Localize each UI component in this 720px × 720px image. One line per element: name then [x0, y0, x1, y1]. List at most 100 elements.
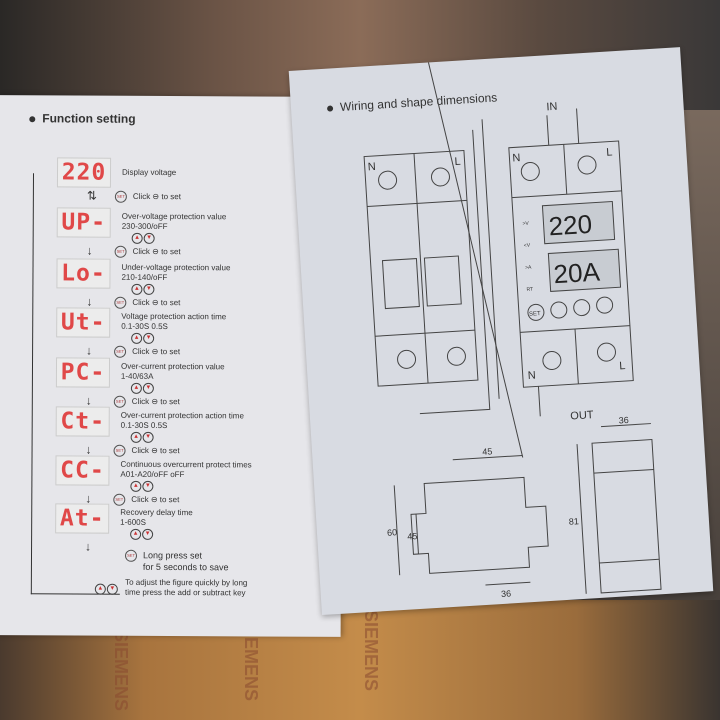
- save-note-line-2: for 5 seconds to save: [142, 561, 229, 573]
- step-desc-text: Under-voltage protection value: [121, 262, 231, 273]
- lcd-display: CC-: [55, 455, 110, 486]
- terminal-screw-icon: [446, 346, 466, 366]
- step-range: A01-A20/oFF oFF: [120, 469, 185, 480]
- dim-label: 45: [407, 531, 418, 542]
- set-button-icon: SET: [114, 296, 127, 309]
- dim-label: 45: [482, 446, 493, 457]
- voltage-display: 220: [548, 209, 593, 242]
- terminal-screw-icon: [397, 349, 417, 369]
- n-label: N: [512, 152, 521, 164]
- down-button-icon: ▼: [142, 528, 154, 540]
- click-text: Click ⊖ to set: [131, 445, 180, 456]
- arrow-down-icon: ⇅: [86, 188, 97, 203]
- n-label: N: [527, 370, 536, 382]
- right-page: Wiring and shape dimensions: [288, 47, 714, 615]
- down-button-icon: ▼: [106, 583, 118, 595]
- in-label: IN: [546, 101, 558, 114]
- step-description: Display voltage: [122, 168, 176, 178]
- indicator-label: >A: [525, 265, 532, 271]
- step-desc-text: Over-current protection action time: [120, 410, 244, 421]
- title-text: Function setting: [42, 111, 136, 126]
- set-button-icon: SET: [124, 549, 138, 562]
- arrow-down-icon: ↓: [85, 442, 92, 457]
- arrow-down-icon: ↓: [86, 343, 93, 358]
- down-button-icon: ▼: [142, 382, 154, 394]
- left-page-title: Function setting: [29, 111, 136, 126]
- set-label: SET: [529, 311, 541, 318]
- front-dimension-drawing: [393, 62, 549, 586]
- set-button-icon: SET: [114, 245, 127, 258]
- arrow-down-icon: ↓: [85, 539, 92, 554]
- arrow-down-icon: ↓: [86, 243, 93, 258]
- click-text: Click ⊖ to set: [131, 494, 180, 505]
- click-text: Click ⊖ to set: [132, 246, 181, 257]
- terminal-screw-icon: [430, 167, 450, 187]
- bullet-icon: [29, 116, 36, 123]
- down-button: [573, 299, 591, 317]
- step-range: 230-300/oFF: [121, 221, 168, 231]
- current-display: 20A: [553, 256, 602, 289]
- down-button-icon: ▼: [142, 431, 154, 443]
- down-button-icon: ▼: [143, 232, 155, 244]
- step-desc-text: Display voltage: [121, 167, 177, 178]
- terminal-screw-icon: [542, 350, 562, 370]
- step-range: 210-140/oFF: [121, 272, 168, 282]
- step-range: 1-600S: [120, 517, 147, 527]
- box-brand-text: SIEMENS: [361, 609, 382, 692]
- up-button-icon: ▲: [130, 431, 142, 443]
- set-button: [527, 303, 545, 321]
- lcd-display: Lo-: [56, 258, 111, 289]
- step-desc-text: Continuous overcurrent protect times: [120, 459, 252, 470]
- down-button-icon: ▼: [143, 283, 155, 295]
- dim-label: 36: [618, 415, 629, 426]
- up-button-icon: ▲: [94, 583, 106, 595]
- up-button-icon: ▲: [131, 232, 143, 244]
- step-range: 1-40/63A: [120, 371, 154, 381]
- step-range: 0.1-30S 0.5S: [120, 420, 168, 430]
- lcd-display: Ct-: [55, 406, 110, 437]
- indicator-label: <V: [524, 243, 531, 249]
- up-button-icon: ▲: [131, 283, 143, 295]
- lcd-display: Ut-: [56, 307, 111, 338]
- click-instruction: SET Click ⊖ to set: [113, 493, 180, 506]
- wiring-diagram: IN OUT N L N L N L 220 20A SET >V <V >A …: [363, 62, 662, 599]
- dim-label: 81: [568, 516, 579, 527]
- dim-label: 36: [501, 588, 512, 599]
- dim-label: 60: [387, 527, 398, 538]
- save-note-line-1: Long press set: [142, 550, 203, 561]
- indicator-label: >V: [522, 221, 529, 227]
- up-button-icon: ▲: [130, 480, 142, 492]
- side-dimension-drawing: [576, 423, 662, 594]
- terminal-screw-icon: [577, 155, 597, 175]
- lcd-display: UP-: [56, 207, 111, 238]
- set-button-icon: SET: [113, 493, 126, 506]
- adjust-note-line-1: To adjust the figure quickly by long: [125, 577, 248, 588]
- box-brand-text: SIEMENS: [111, 629, 132, 712]
- arrow-down-icon: ↓: [86, 294, 93, 309]
- up-button: [550, 301, 568, 319]
- l-label: L: [619, 360, 626, 372]
- click-text: Click ⊖ to set: [132, 346, 181, 357]
- down-button-icon: ▼: [142, 480, 154, 492]
- indicator-label: RT: [526, 287, 533, 293]
- down-button-icon: ▼: [143, 332, 155, 344]
- terminal-screw-icon: [596, 342, 616, 362]
- up-button-icon: ▲: [130, 382, 142, 394]
- set-button-icon: SET: [114, 190, 127, 203]
- adjust-note-line-2: time press the add or subtract key: [125, 587, 246, 598]
- lcd-display: 220: [56, 157, 112, 188]
